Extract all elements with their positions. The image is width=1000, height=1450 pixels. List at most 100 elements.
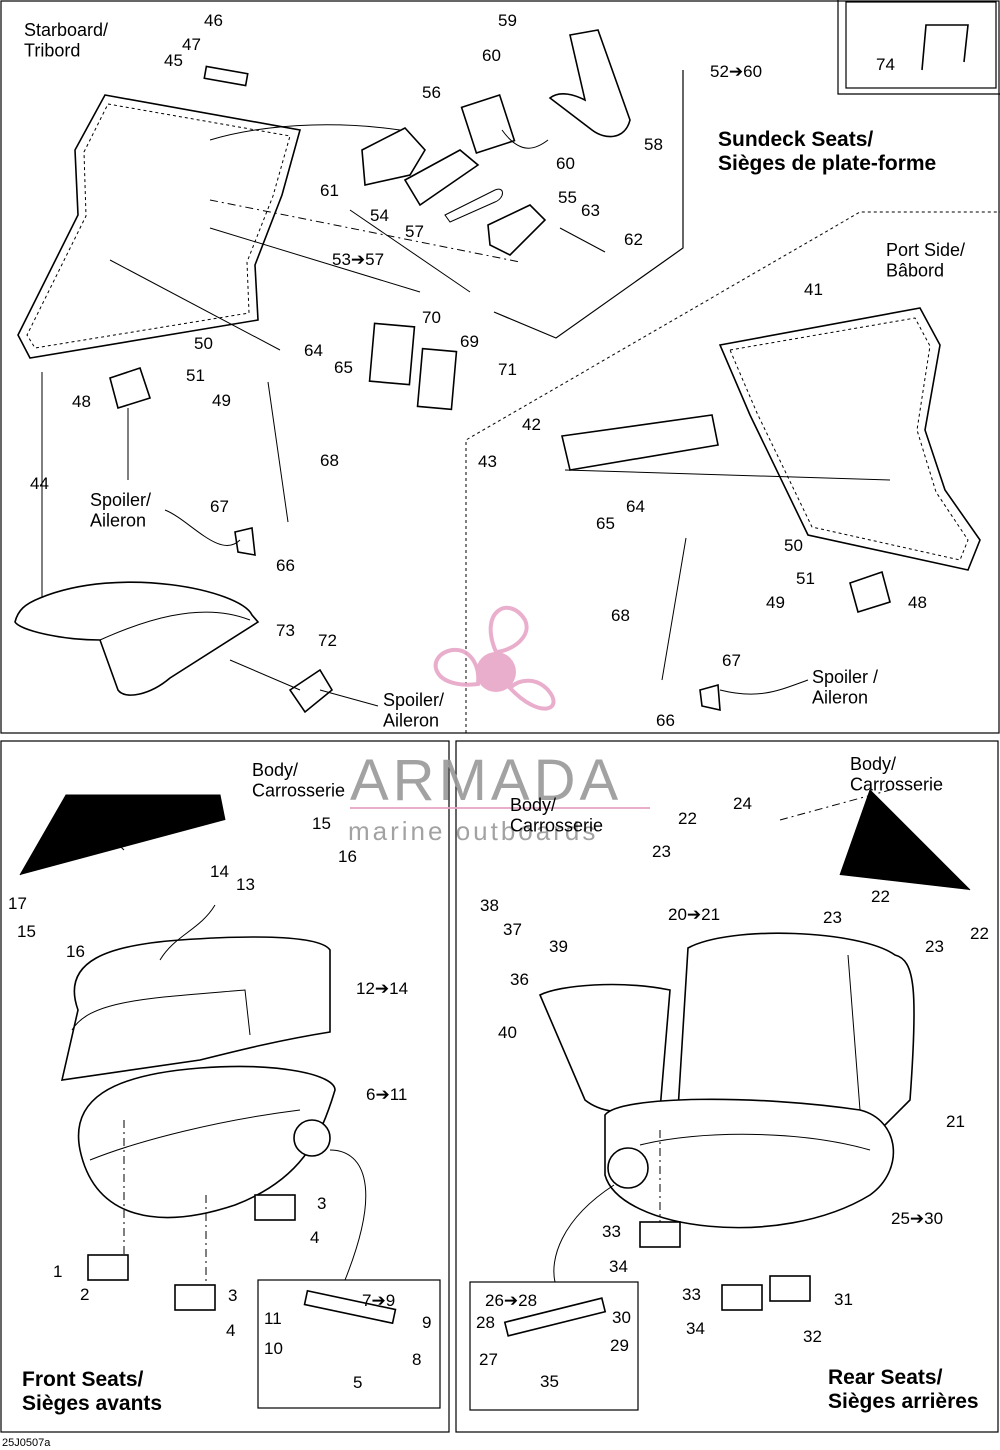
callout: 72 [318, 631, 337, 650]
spoiler-label-b: Spoiler/Aileron [383, 690, 444, 731]
callout: 70 [422, 308, 441, 327]
callout: 64 [304, 341, 323, 360]
callout: 17 [8, 894, 27, 913]
front-seats-title: Front Seats/Sièges avants [22, 1368, 162, 1415]
callout: 42 [522, 415, 541, 434]
watermark-tagline: marine outboards [348, 816, 598, 846]
callout: 22 [678, 809, 697, 828]
callout: 1 [53, 1262, 62, 1281]
callout: 7➔9 [362, 1291, 395, 1310]
sundeck-title: Sundeck Seats/Sièges de plate-forme [718, 128, 936, 175]
callout: 54 [370, 206, 389, 225]
rear-seats-title: Rear Seats/Sièges arrières [828, 1366, 979, 1413]
callout: 2 [80, 1285, 89, 1304]
callout: 50 [784, 536, 803, 555]
callout: 30 [612, 1308, 631, 1327]
callout: 11 [264, 1309, 282, 1328]
callout: 68 [611, 606, 630, 625]
callout: 66 [276, 556, 295, 575]
callout: 4 [310, 1228, 319, 1247]
callout: 73 [276, 621, 295, 640]
callout: 23 [925, 937, 944, 956]
callout: 14 [210, 862, 229, 881]
callout: 40 [498, 1023, 517, 1042]
callout: 25➔30 [891, 1209, 943, 1228]
callout: 57 [405, 222, 424, 241]
callout: 65 [334, 358, 353, 377]
callout: 66 [656, 711, 675, 730]
callout: 23 [823, 908, 842, 927]
callout: 3 [228, 1286, 237, 1305]
callout: 22 [871, 887, 890, 906]
port-side-label: Port Side/Bâbord [886, 240, 965, 281]
callout: 33 [602, 1222, 621, 1241]
callout: 46 [204, 11, 223, 30]
rear-seat-parts [469, 789, 971, 1411]
front-seat-parts [19, 794, 441, 1409]
callout: 20➔21 [668, 905, 720, 924]
callout: 32 [803, 1327, 822, 1346]
sundeck-parts [14, 24, 981, 714]
callout: 61 [320, 181, 339, 200]
callout: 48 [72, 392, 91, 411]
callout: 64 [626, 497, 645, 516]
body-label-rear: Body/Carrosserie [850, 754, 943, 795]
callout: 16 [338, 847, 357, 866]
callout: 50 [194, 334, 213, 353]
callout: 16 [66, 942, 85, 961]
callout: 31 [834, 1290, 853, 1309]
callout: 33 [682, 1285, 701, 1304]
body-label-mid: Body/Carrosserie [510, 795, 603, 836]
callout: 63 [581, 201, 600, 220]
callout: 29 [610, 1336, 629, 1355]
callout: 38 [480, 896, 499, 915]
callout: 67 [210, 497, 229, 516]
callout: 59 [498, 11, 517, 30]
callout: 8 [412, 1350, 421, 1369]
callout: 65 [596, 514, 615, 533]
callout: 36 [510, 970, 529, 989]
callout: 34 [609, 1257, 628, 1276]
callout: 26➔28 [485, 1291, 537, 1310]
callout: 13 [236, 875, 255, 894]
callout: 5 [353, 1373, 362, 1392]
callout: 4 [226, 1321, 235, 1340]
callout: 62 [624, 230, 643, 249]
callout: 71 [498, 360, 517, 379]
callout: 45 [164, 51, 183, 70]
callout: 74 [876, 55, 895, 74]
callout: 23 [652, 842, 671, 861]
watermark-brand: ARMADA [350, 748, 622, 813]
callout: 27 [479, 1350, 498, 1369]
callout: 44 [30, 474, 49, 493]
callout: 34 [686, 1319, 705, 1338]
callout: 41 [804, 280, 823, 299]
watermark-logo: ARMADA marine outboards [348, 605, 650, 846]
callout: 28 [476, 1313, 495, 1332]
callout: 24 [733, 794, 752, 813]
callout: 51 [796, 569, 815, 588]
callout: 60 [556, 154, 575, 173]
callout: 56 [422, 83, 441, 102]
callout: 10 [264, 1339, 283, 1358]
callout: 67 [722, 651, 741, 670]
callout: 48 [908, 593, 927, 612]
starboard-label: Starboard/Tribord [24, 20, 108, 61]
callout: 58 [644, 135, 663, 154]
callout: 22 [970, 924, 989, 943]
callout: 37 [503, 920, 522, 939]
body-label-front: Body/Carrosserie [252, 760, 345, 801]
callout: 43 [478, 452, 497, 471]
callout: 49 [212, 391, 231, 410]
callout: 55 [558, 188, 577, 207]
callout: 39 [549, 937, 568, 956]
callout: 15 [17, 922, 36, 941]
callout: 69 [460, 332, 479, 351]
callout: 53➔57 [332, 250, 384, 269]
callout: 51 [186, 366, 205, 385]
figure-code: 25J0507a [2, 1437, 51, 1449]
callout: 18 [132, 815, 151, 834]
spoiler-label-a: Spoiler/Aileron [90, 490, 151, 531]
